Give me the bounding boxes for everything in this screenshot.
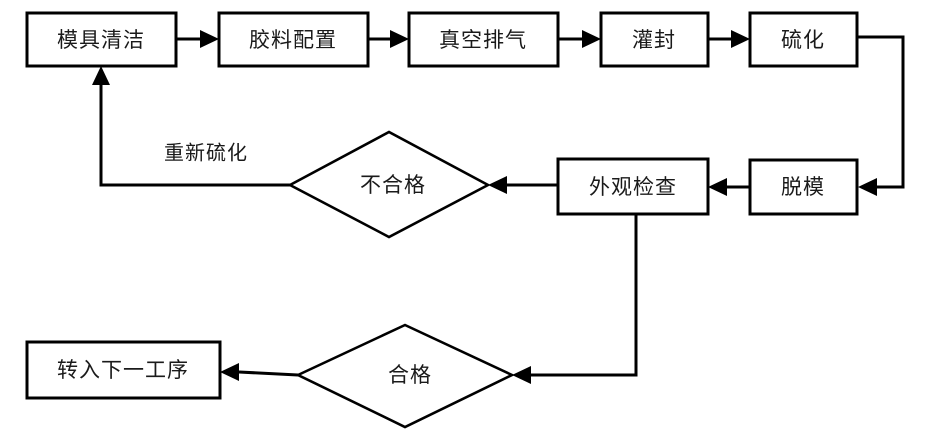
node-mold-cleaning[interactable]: 模具清洁 (25, 11, 178, 68)
edge-label-rework: 重新硫化 (164, 141, 248, 165)
node-vulcanization[interactable]: 硫化 (748, 11, 859, 68)
node-demolding[interactable]: 脱模 (748, 158, 859, 216)
node-appearance-inspection[interactable]: 外观检查 (556, 157, 710, 216)
edge-pass-to-next-process (220, 363, 299, 381)
node-potting-label: 灌封 (632, 28, 676, 52)
decision-pass-label: 合格 (388, 363, 432, 387)
node-mold-cleaning-label: 模具清洁 (57, 28, 145, 52)
edge-vulcanize-to-demold (857, 35, 905, 196)
edge-mold-clean-to-glue-prep (176, 30, 219, 48)
node-vulcanization-label: 硫化 (781, 28, 825, 52)
decision-fail[interactable]: 不合格 (287, 130, 491, 239)
edge-inspection-to-pass-decision (512, 214, 638, 384)
edge-glue-prep-to-vacuum (368, 30, 409, 48)
node-next-process[interactable]: 转入下一工序 (25, 340, 222, 400)
edge-vacuum-to-potting (558, 30, 601, 48)
node-potting[interactable]: 灌封 (599, 11, 710, 68)
node-vacuum-degassing[interactable]: 真空排气 (407, 11, 560, 68)
edge-demold-to-inspection (708, 178, 750, 196)
edge-inspection-to-fail-decision (488, 176, 558, 194)
node-appearance-inspection-label: 外观检查 (589, 175, 677, 199)
decision-pass[interactable]: 合格 (294, 323, 516, 429)
node-glue-preparation-label: 胶料配置 (249, 28, 337, 52)
edge-potting-to-vulcanize (708, 30, 750, 48)
node-next-process-label: 转入下一工序 (57, 358, 189, 382)
edge-fail-to-mold-clean-rework (92, 66, 290, 187)
node-demolding-label: 脱模 (781, 175, 825, 199)
node-glue-preparation[interactable]: 胶料配置 (217, 11, 370, 68)
node-vacuum-degassing-label: 真空排气 (439, 28, 527, 52)
decision-fail-label: 不合格 (360, 173, 426, 197)
